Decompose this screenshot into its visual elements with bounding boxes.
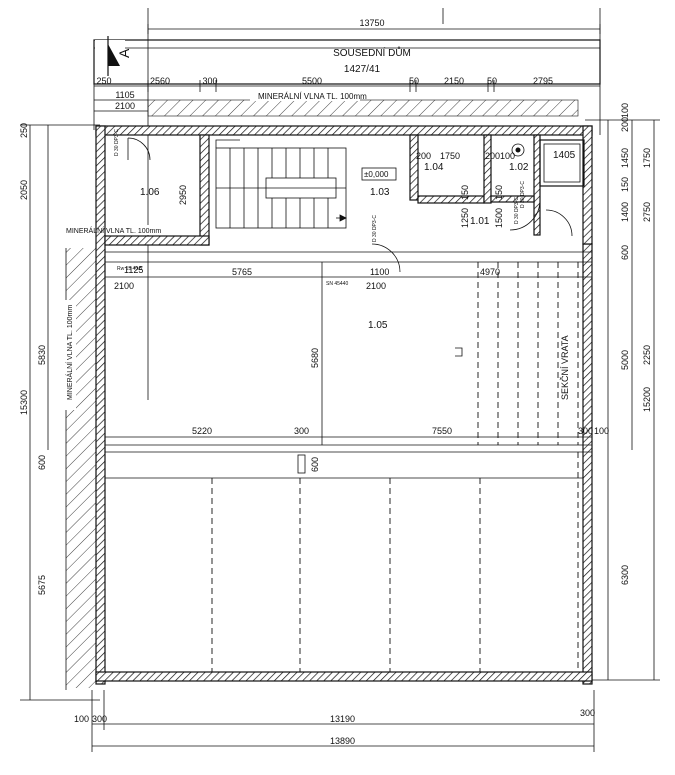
room-1405: 1405 [553, 150, 576, 161]
dashed-columns [211, 452, 579, 672]
dim-7550: 7550 [432, 426, 452, 436]
dim-5220: 5220 [192, 426, 212, 436]
dim-2100a: 2100 [114, 281, 134, 291]
dim-right-600: 600 [620, 245, 630, 260]
dim-1500: 1500 [494, 208, 504, 228]
label-door-c: D 30 DP3-C [520, 181, 526, 208]
label-mineral-mid: MINERÁLNÍ VLNA TL. 100mm [66, 226, 161, 235]
neighbor-building: SOUSEDNÍ DŮM 1427/41 A [93, 36, 601, 85]
dim-100: 100 [500, 151, 515, 161]
dim-bottom-300a: 300 [92, 714, 107, 724]
dim-150b: 150 [494, 185, 504, 200]
dim-left-5675: 5675 [37, 575, 47, 595]
dim-top-1: 2560 [150, 76, 170, 86]
dims-left: 250 2050 15300 5830 600 5675 [19, 123, 49, 700]
dim-top-4: 50 [409, 76, 419, 86]
room-1-03: 1.03 [370, 187, 390, 198]
dim-right-100: 100 [620, 103, 630, 118]
dim-bottom-300b: 300 [580, 708, 595, 718]
dim-right-1750: 1750 [642, 148, 652, 168]
label-small-a: SN 45440 [326, 281, 348, 287]
room-1-05: 1.05 [368, 320, 388, 331]
dim-right-200: 200 [620, 117, 630, 132]
dim-bottom-100: 100 [74, 714, 89, 724]
label-mineral-left: MINERÁLNÍ VLNA TL. 100mm [65, 305, 74, 400]
neighbor-parcel: 1427/41 [344, 64, 381, 75]
dim-300c: 300 [294, 426, 309, 436]
dim-2950: 2950 [178, 185, 188, 205]
dim-200: 200 [416, 151, 431, 161]
neighbor-name: SOUSEDNÍ DŮM [333, 46, 411, 59]
dim-bottom-13190: 13190 [330, 714, 355, 724]
dim-600b: 600 [310, 457, 320, 472]
dim-top-5: 2150 [444, 76, 464, 86]
dim-left-5830: 5830 [37, 345, 47, 365]
dim-right-6300: 6300 [620, 565, 630, 585]
dim-right-2250: 2250 [642, 345, 652, 365]
dim-1750: 1750 [440, 151, 460, 161]
dim-top-3: 5500 [302, 76, 322, 86]
dims-top: 13750 250 2560 300 5500 50 2150 50 2795 … [94, 18, 601, 112]
dim-top-0: 250 [96, 76, 111, 86]
label-level: ±0,000 [364, 170, 389, 179]
dim-1250: 1250 [460, 208, 470, 228]
interior-walls [104, 134, 585, 246]
label-mineral-top: MINERÁLNÍ VLNA TL. 100mm [258, 92, 367, 101]
dims-bottom: 100 300 13190 300 13890 [74, 708, 595, 747]
dim-150a: 150 [460, 185, 470, 200]
dims-inner: 2950 1750 200 200 100 1250 1500 150 150 … [105, 151, 609, 472]
dim-top-2100: 2100 [115, 101, 135, 111]
dim-right-1400: 1400 [620, 202, 630, 222]
dim-top-2: 300 [202, 76, 217, 86]
section-marker: A [116, 48, 132, 58]
sectional-door-rails [477, 262, 579, 445]
label-door-a: D 30 DP3-C [114, 129, 120, 156]
dim-5680: 5680 [310, 348, 320, 368]
dim-right-150: 150 [620, 177, 630, 192]
dim-200b: 200 [485, 151, 500, 161]
dims-right: 200 100 1450 150 1400 600 1750 2750 2250… [607, 103, 655, 680]
dim-bottom-13890: 13890 [330, 736, 355, 746]
drain-symbol [511, 143, 525, 157]
dim-2100b: 2100 [366, 281, 386, 291]
room-1-02: 1.02 [509, 162, 529, 173]
dim-right-15200: 15200 [642, 387, 652, 412]
dim-top-6: 50 [487, 76, 497, 86]
staircase [215, 139, 347, 229]
dim-5765: 5765 [232, 267, 252, 277]
mineral-wool-top [147, 99, 579, 117]
dim-100b: 100 [594, 426, 609, 436]
dim-left-2050: 2050 [19, 180, 29, 200]
dim-left-15300: 15300 [19, 390, 29, 415]
label-sekcni-vrata: SEKČNÍ VRATA [560, 335, 570, 400]
dim-right-1450: 1450 [620, 148, 630, 168]
dim-right-2750: 2750 [642, 202, 652, 222]
room-1-01: 1.01 [470, 216, 490, 227]
dim-300d: 300 [578, 426, 593, 436]
label-small-b: Rw 15 40/5 [117, 266, 143, 272]
dim-top-1105: 1105 [115, 90, 134, 100]
dim-right-5000: 5000 [620, 350, 630, 370]
dim-left-600: 600 [37, 455, 47, 470]
outer-walls [95, 125, 593, 685]
dim-left-250: 250 [19, 123, 29, 138]
dim-4970: 4970 [480, 267, 500, 277]
dim-1125: 1125 [124, 265, 143, 275]
dim-top-total: 13750 [359, 18, 384, 28]
label-door-d: D 30 DP3-C [514, 197, 520, 224]
room-1-04: 1.04 [424, 162, 444, 173]
room-labels: 1.06 1.03 1.04 1.02 1.01 1.05 1405 [140, 150, 576, 331]
dim-top-7: 2795 [533, 76, 553, 86]
dim-1100: 1100 [370, 267, 389, 277]
slab-lines [105, 251, 592, 479]
room-1-06: 1.06 [140, 187, 160, 198]
label-door-b: D 30 DP3-C [372, 215, 378, 242]
